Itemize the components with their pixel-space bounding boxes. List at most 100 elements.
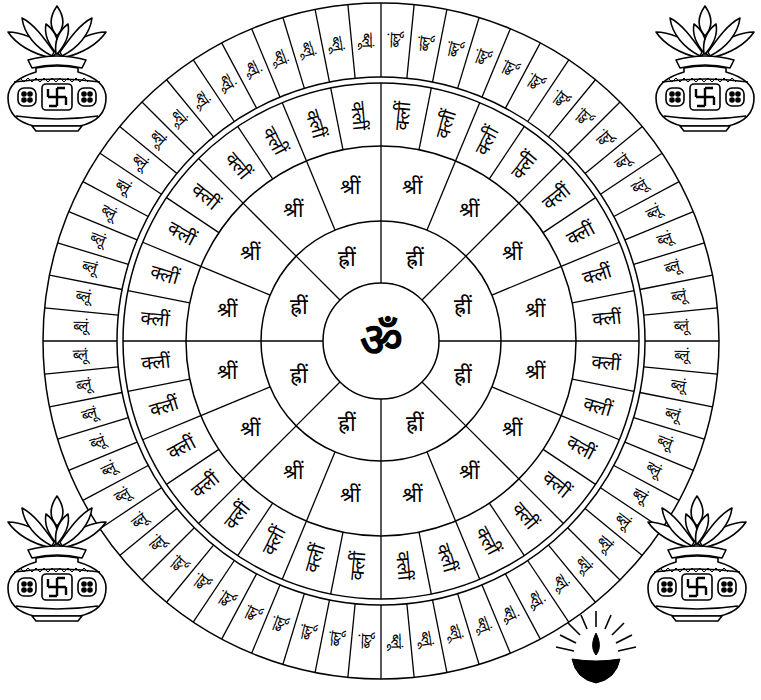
seed-syllable: ब्लूं xyxy=(387,634,405,650)
sector-line xyxy=(142,102,194,154)
seed-syllable: ब्लूं xyxy=(664,258,683,278)
seed-syllable: ह्रीं xyxy=(338,246,356,271)
seed-syllable: ब्लूं xyxy=(128,509,150,532)
rim-cell: ब्लूं xyxy=(88,432,108,453)
seed-syllable: ब्लूं xyxy=(98,201,119,223)
sector-line xyxy=(407,604,414,678)
rim-cell: ब्लूं xyxy=(654,432,674,453)
rim-cell: ब्लूं xyxy=(628,175,650,198)
seed-syllable: क्लीं xyxy=(538,180,574,215)
rim-cell: ब्लूं xyxy=(654,229,674,250)
rim-cell: ब्लूं xyxy=(112,175,134,198)
middle-petal: श्रीं xyxy=(459,460,479,484)
sector-line xyxy=(380,536,381,599)
sector-line xyxy=(644,308,718,315)
rim-cell: ब्लूं xyxy=(190,88,213,110)
rim-cell: ब्लूं xyxy=(167,553,190,576)
sector-line xyxy=(380,146,381,221)
sector-line xyxy=(296,382,340,426)
seed-syllable: क्लीं xyxy=(163,218,199,251)
seed-syllable: क्लीं xyxy=(220,498,255,534)
seed-syllable: ब्लूं xyxy=(241,603,263,624)
inner-petal: ह्रीं xyxy=(338,411,356,436)
sector-line xyxy=(576,340,639,341)
seed-syllable: ब्लूं xyxy=(572,107,595,130)
rim-cell: ब्लूं xyxy=(674,347,690,365)
seed-syllable: क्लीं xyxy=(591,306,622,331)
rim-cell: ब्लूं xyxy=(215,588,238,610)
kalash-icon xyxy=(8,6,106,131)
rim-cell: ब्लूं xyxy=(147,532,170,555)
rim-cell: ब्लूं xyxy=(416,35,435,52)
outer-petal: क्लीं xyxy=(258,123,291,159)
ring-line xyxy=(117,77,645,605)
sector-line xyxy=(568,102,620,154)
outer-petal: क्लीं xyxy=(581,392,615,421)
ring-line xyxy=(261,221,501,461)
sector-line xyxy=(201,266,270,295)
outer-petal: क्लीं xyxy=(140,306,171,331)
sector-line xyxy=(142,528,194,580)
sector-line xyxy=(422,256,466,300)
seed-syllable: क्लीं xyxy=(591,351,622,376)
rim-cell: ब्लूं xyxy=(572,107,595,130)
seed-syllable: ॐ xyxy=(360,314,403,368)
rim-cell: ब्लूं xyxy=(72,347,88,365)
sector-line xyxy=(123,340,186,341)
rim-cell: ब्लूं xyxy=(241,59,263,80)
sector-line xyxy=(572,379,634,391)
seed-syllable: क्लीं xyxy=(258,123,291,159)
seed-syllable: क्लीं xyxy=(471,523,504,559)
sector-line xyxy=(128,379,190,391)
rim-cell: ब्लूं xyxy=(147,128,170,151)
middle-petal: श्रीं xyxy=(502,417,522,441)
rim-cell: ब्लूं xyxy=(444,624,464,643)
seed-syllable: ब्लूं xyxy=(654,432,674,453)
rim-cell: ब्लूं xyxy=(327,630,346,647)
kalash-icon xyxy=(8,496,106,621)
seed-syllable: क्लीं xyxy=(581,392,615,421)
inner-petal: ह्रीं xyxy=(454,294,472,319)
rim-cell: ब्लूं xyxy=(670,287,687,306)
rim-cell: ब्लूं xyxy=(241,603,263,624)
seed-syllable: श्रीं xyxy=(240,417,260,441)
outer-petal: क्लीं xyxy=(432,541,461,575)
outer-petal: क्लीं xyxy=(507,498,542,534)
seed-syllable: श्रीं xyxy=(340,483,360,507)
inner-petal: ह्रीं xyxy=(338,246,356,271)
seed-syllable: श्रीं xyxy=(217,298,237,322)
seed-syllable: क्लीं xyxy=(391,100,416,131)
rim-cell: ब्लूं xyxy=(472,48,493,68)
outer-petal: क्लीं xyxy=(563,218,599,251)
rim-cell: ब्लूं xyxy=(628,485,650,508)
sector-line xyxy=(548,80,595,137)
sector-line xyxy=(380,461,381,536)
rim-cell: ब्लूं xyxy=(80,404,99,424)
middle-petal: श्रीं xyxy=(240,241,260,265)
rim-cell: ब्लूं xyxy=(549,572,572,594)
sector-line xyxy=(585,508,642,555)
seed-syllable: क्लीं xyxy=(147,261,181,290)
outer-petal: क्लीं xyxy=(538,467,574,502)
seed-syllable: ह्रीं xyxy=(406,246,424,271)
seed-syllable: ह्रीं xyxy=(338,411,356,436)
seed-syllable: क्लीं xyxy=(581,261,615,290)
seed-syllable: ब्लूं xyxy=(572,553,595,576)
sector-line xyxy=(433,600,447,673)
seed-syllable: क्लीं xyxy=(301,107,330,141)
rim-cell: ब्लूं xyxy=(357,33,375,49)
rim-cell: ब्लूं xyxy=(88,229,108,250)
sector-line xyxy=(422,382,466,426)
rim-cell: ब्लूं xyxy=(472,615,493,635)
sector-line xyxy=(644,367,718,374)
seed-syllable: श्रीं xyxy=(340,175,360,199)
middle-petal: श्रीं xyxy=(240,417,260,441)
outer-petal: क्लीं xyxy=(591,306,622,331)
seed-syllable: ब्लूं xyxy=(524,72,547,94)
ring-line xyxy=(323,283,439,399)
seed-syllable: ब्लूं xyxy=(387,33,405,49)
seed-syllable: ब्लूं xyxy=(98,459,119,481)
seed-syllable: क्लीं xyxy=(258,523,291,559)
sector-line xyxy=(380,605,381,679)
seed-syllable: ब्लूं xyxy=(298,40,318,59)
